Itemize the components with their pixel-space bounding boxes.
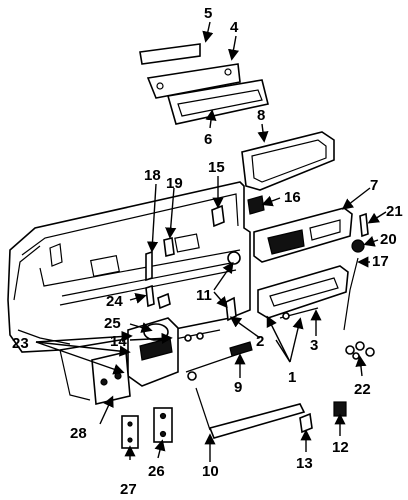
clip-15 — [211, 204, 225, 228]
rod-18 — [145, 250, 153, 282]
callout-23: 23 — [12, 335, 29, 352]
door-lock-assembly — [127, 317, 179, 387]
callout-27: 27 — [120, 481, 137, 498]
callout-3: 3 — [310, 337, 318, 354]
callout-9: 9 — [234, 379, 242, 396]
clip-16 — [247, 195, 265, 215]
clip-19 — [163, 237, 175, 257]
leader-lines — [35, 21, 387, 462]
inside-handle-assembly — [253, 207, 353, 263]
callout-6: 6 — [204, 131, 212, 148]
callout-8: 8 — [257, 107, 265, 124]
callout-14: 14 — [110, 333, 127, 350]
remote-handle-assembly — [257, 265, 349, 319]
armrest-bezel — [241, 131, 335, 191]
callout-16: 16 — [284, 189, 301, 206]
callouts: 5 4 6 8 7 18 19 15 16 21 20 17 11 24 25 … — [12, 5, 403, 498]
clips-22 — [345, 341, 375, 360]
callout-10: 10 — [202, 463, 219, 480]
callout-5: 5 — [204, 5, 212, 22]
door-inner-panel — [7, 181, 251, 401]
callout-7: 7 — [370, 177, 378, 194]
callout-18: 18 — [144, 167, 161, 184]
pull-handle-cap — [139, 43, 201, 65]
callout-1: 1 — [288, 369, 296, 386]
callout-15: 15 — [208, 159, 225, 176]
callout-12: 12 — [332, 439, 349, 456]
callout-24: 24 — [106, 293, 123, 310]
shim-27 — [121, 415, 139, 449]
grommet-20 — [351, 239, 365, 253]
callout-20: 20 — [380, 231, 397, 248]
latch-plate — [91, 351, 131, 405]
callout-11: 11 — [196, 287, 212, 304]
callout-17: 17 — [372, 253, 389, 270]
callout-25: 25 — [104, 315, 121, 332]
clip-12 — [333, 401, 347, 417]
callout-4: 4 — [230, 19, 239, 36]
clip-11 — [225, 251, 241, 322]
pull-handle-base — [146, 63, 241, 99]
clip-13 — [299, 412, 313, 434]
rod-17 — [343, 257, 359, 331]
striker-26 — [153, 407, 173, 443]
callout-13: 13 — [296, 455, 313, 472]
lock-rod-9 — [185, 341, 253, 381]
clip-24 — [145, 284, 171, 310]
callout-28: 28 — [70, 425, 87, 442]
callout-22: 22 — [354, 381, 371, 398]
pull-handle-bezel — [166, 79, 269, 125]
callout-21: 21 — [386, 203, 403, 220]
callout-26: 26 — [148, 463, 165, 480]
callout-19: 19 — [166, 175, 183, 192]
cable-10 — [195, 387, 306, 439]
callout-2: 2 — [256, 333, 264, 350]
knob-21 — [359, 212, 369, 238]
